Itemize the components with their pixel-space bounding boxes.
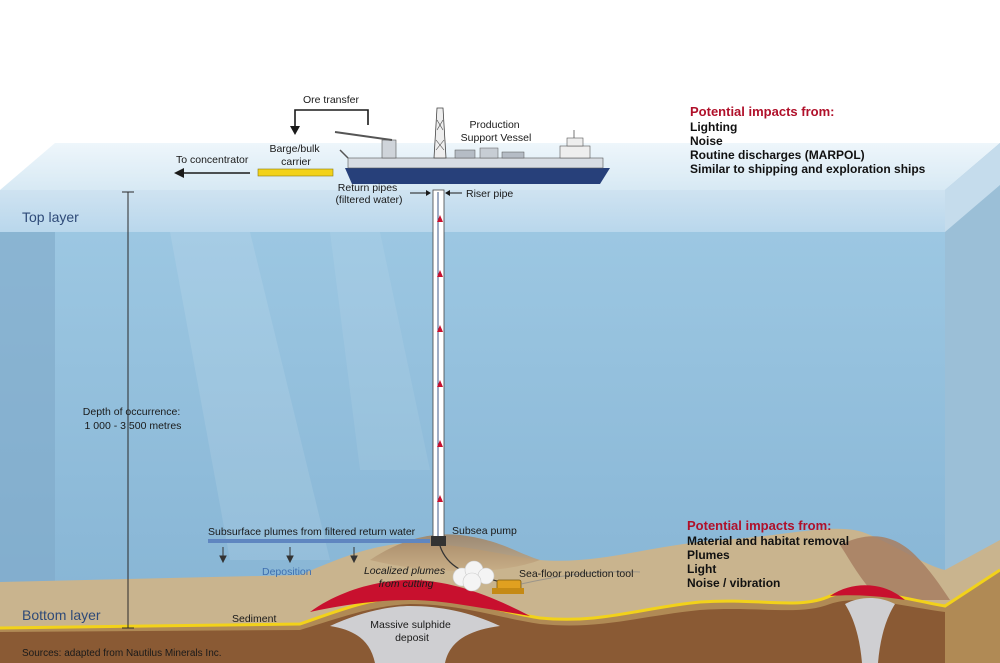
impacts-bottom-heading: Potential impacts from: (687, 518, 831, 533)
ore-transfer-label: Ore transfer (303, 94, 360, 106)
barge (257, 168, 334, 177)
top-layer-label: Top layer (22, 209, 79, 225)
sources-label: Sources: adapted from Nautilus Minerals … (22, 648, 222, 659)
barge-label: Barge/bulk carrier (269, 143, 322, 168)
impacts-top-item: Routine discharges (MARPOL) (690, 148, 865, 162)
vessel-hull (345, 168, 610, 184)
to-concentrator-label: To concentrator (176, 154, 249, 166)
subsurface-plumes-label: Subsurface plumes from filtered return w… (208, 526, 416, 538)
bottom-layer-label: Bottom layer (22, 607, 101, 623)
sediment-label: Sediment (232, 613, 276, 625)
riser-pipe-label: Riser pipe (466, 188, 513, 200)
impacts-bottom-item: Light (687, 562, 716, 576)
return-pipes-label: Return pipes (filtered water) (335, 182, 402, 206)
right-deposit-stem (845, 598, 895, 663)
impacts-top-item: Lighting (690, 120, 737, 134)
deposition-arrows (219, 547, 358, 564)
impacts-top-item: Noise (690, 134, 723, 148)
ore-transfer-arrow (294, 109, 369, 128)
subsea-pump (431, 536, 446, 546)
deposition-label: Deposition (262, 566, 312, 578)
seafloor-mound (370, 534, 540, 572)
block-side-face (945, 143, 1000, 636)
impacts-bottom-item: Material and habitat removal (687, 534, 849, 548)
deposit-stem (330, 606, 500, 663)
impacts-top-heading: Potential impacts from: (690, 104, 834, 119)
top-layer-band (0, 190, 945, 232)
riser-flow-markers (437, 215, 443, 502)
right-hill (840, 536, 950, 600)
impacts-bottom-item: Noise / vibration (687, 576, 780, 590)
localized-plumes-label: Localized plumes from cutting (364, 565, 448, 590)
impacts-top-item: Similar to shipping and exploration ship… (690, 162, 926, 176)
seafloor-tool-label: Sea-floor production tool (519, 568, 633, 580)
right-deposit-cap (830, 585, 905, 600)
subsea-pump-label: Subsea pump (452, 525, 517, 537)
production-vessel-label: Production Support Vessel (461, 119, 532, 144)
impacts-bottom-item: Plumes (687, 548, 730, 562)
seafloor-production-tool (492, 579, 524, 594)
cutting-plume (452, 560, 495, 592)
deposit-red-cap (310, 580, 530, 616)
massive-deposit-label: Massive sulphide deposit (370, 619, 453, 644)
production-support-vessel (334, 107, 610, 184)
depth-label: Depth of occurrence: 1 000 - 3 500 metre… (83, 406, 183, 432)
